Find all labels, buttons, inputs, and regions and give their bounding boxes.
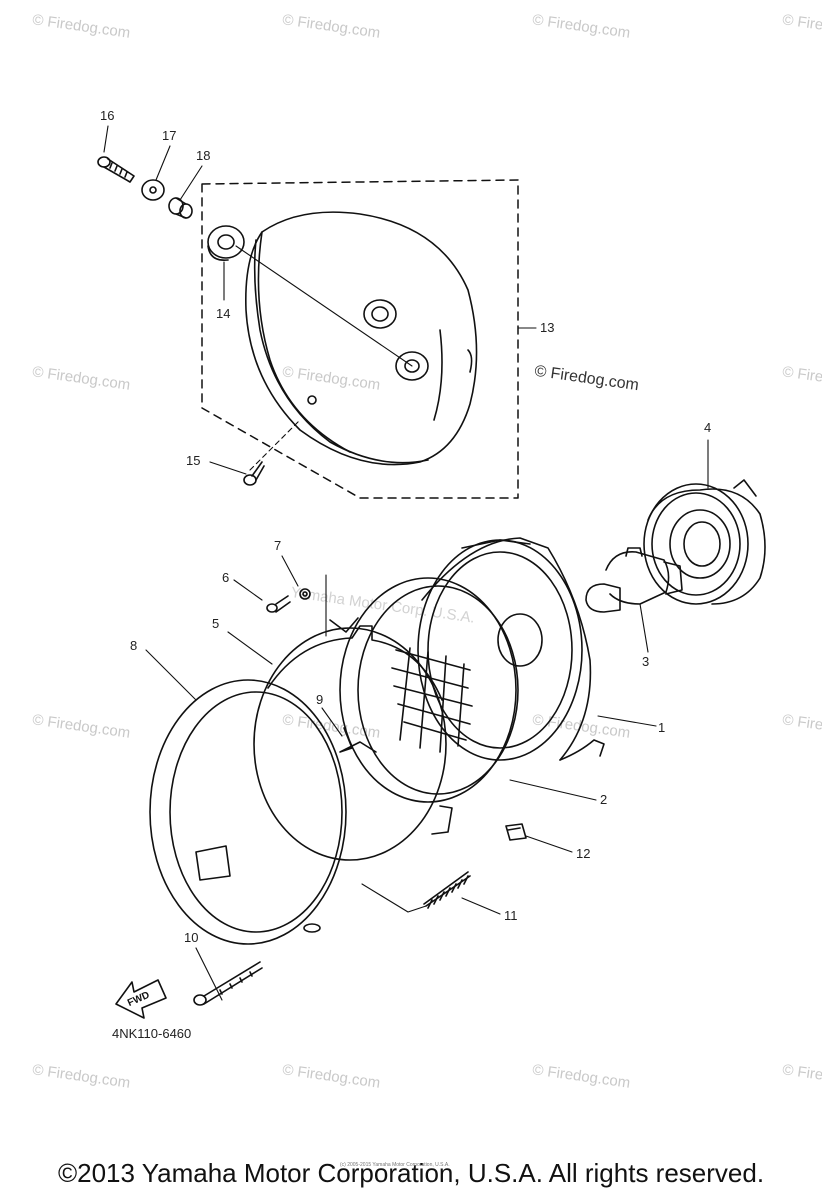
callout-4: 4 — [704, 420, 712, 435]
callout-3: 3 — [642, 654, 650, 669]
lens-2 — [339, 577, 519, 803]
alignment-line — [235, 245, 413, 367]
callout-11: 11 — [504, 908, 518, 923]
leader-11 — [461, 897, 501, 915]
leader-10 — [195, 947, 223, 1001]
callout-16: 16 — [100, 108, 115, 123]
leader-7 — [281, 555, 299, 587]
reflector-unit-1 — [417, 537, 605, 761]
leader-16 — [103, 125, 109, 153]
leader-1 — [597, 715, 657, 727]
screw-15 — [243, 461, 265, 486]
tiny-copyright-note: (c) 2005-2015 Yamaha Motor Corporation, … — [340, 1162, 450, 1168]
leader-5 — [227, 631, 273, 665]
callout-9: 9 — [316, 692, 324, 707]
headlight-rim-8 — [149, 679, 347, 945]
leader-6 — [233, 579, 263, 601]
footer-copyright: ©2013 Yamaha Motor Corporation, U.S.A. A… — [57, 1158, 765, 1188]
leader-17 — [155, 145, 171, 181]
callout-14: 14 — [216, 306, 231, 321]
leader-2 — [509, 779, 597, 801]
bolt-16 — [97, 156, 135, 183]
collar-18 — [168, 197, 193, 219]
callout-2: 2 — [600, 792, 608, 807]
leader-9 — [321, 707, 343, 737]
screw-6 — [266, 595, 291, 613]
grommet-14 — [207, 225, 245, 262]
callout-6: 6 — [222, 570, 230, 585]
leader-8 — [145, 649, 197, 701]
leader-3 — [639, 603, 649, 653]
leader-18 — [179, 165, 203, 201]
callout-15: 15 — [186, 453, 201, 468]
spring-clip-9 — [339, 727, 377, 753]
spring-11 — [423, 871, 471, 909]
nut-12 — [505, 823, 527, 841]
diagram-code: 4NK110-6460 — [112, 1026, 192, 1041]
callout-12: 12 — [576, 846, 591, 861]
mounting-ring-5 — [253, 617, 453, 861]
leader-15 — [209, 461, 247, 475]
fwd-arrow-icon — [115, 979, 167, 1019]
screw-10 — [193, 961, 263, 1006]
callout-17: 17 — [162, 128, 177, 143]
callout-7: 7 — [274, 538, 282, 553]
callout-13: 13 — [540, 320, 555, 335]
callout-10: 10 — [184, 930, 199, 945]
leader-11b — [361, 883, 427, 913]
headlight-housing — [245, 211, 478, 466]
alignment-line — [249, 419, 301, 471]
bulb-3 — [585, 547, 683, 613]
washer-17 — [141, 179, 165, 201]
housing-subassembly-frame — [201, 179, 519, 499]
callout-1: 1 — [658, 720, 666, 735]
socket-cover-4 — [643, 479, 766, 605]
callout-5: 5 — [212, 616, 220, 631]
leader-12 — [525, 835, 573, 853]
callout-18: 18 — [196, 148, 211, 163]
callout-8: 8 — [130, 638, 138, 653]
nut-7 — [299, 588, 311, 600]
